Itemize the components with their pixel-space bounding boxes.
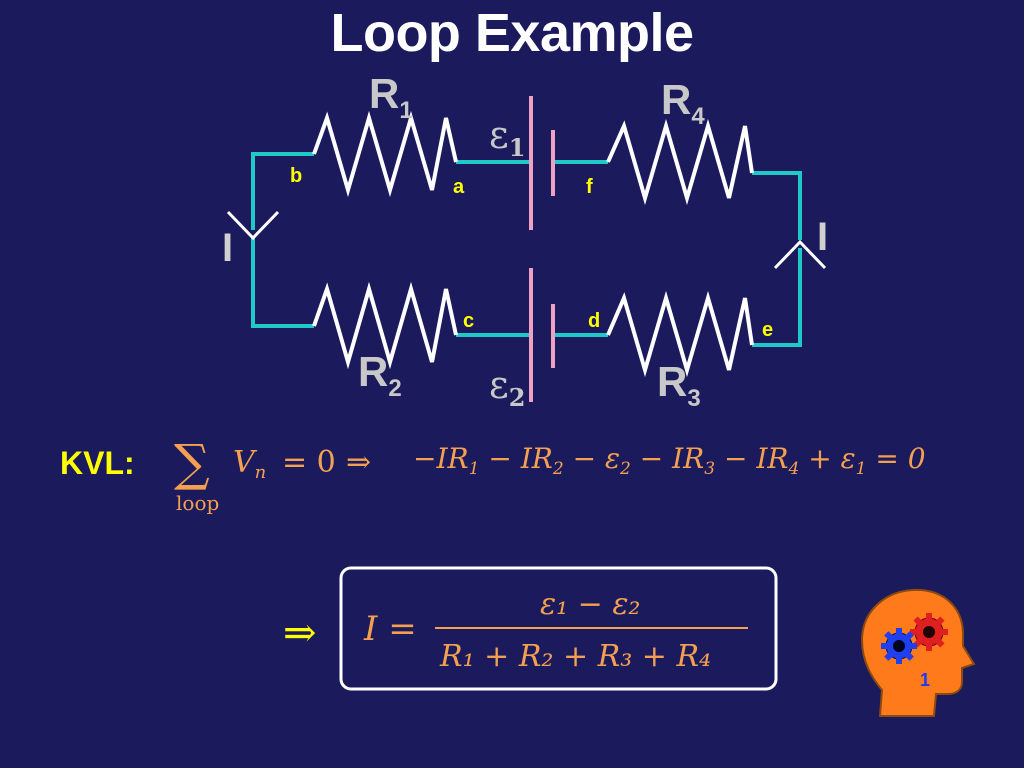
resistor-r2-zigzag [312, 281, 458, 370]
head-gears-icon: 1 [860, 588, 976, 717]
term-6: + ε [808, 442, 855, 475]
current-label-right: I [817, 215, 828, 259]
label-emf2: ε2 [489, 363, 525, 412]
wire-left-top [251, 152, 314, 230]
resistor-r4-zigzag [606, 118, 754, 206]
term-3: − ε [573, 442, 620, 475]
result-denominator: R₁ + R₂ + R₃ + R₄ [439, 639, 711, 674]
sum-under-loop: loop [176, 491, 219, 515]
term-5: − IR [724, 442, 789, 475]
node-a: a [453, 176, 465, 198]
term-1: −IR [413, 442, 469, 475]
result-numerator: ε₁ − ε₂ [540, 587, 640, 622]
wire-left-bottom [251, 236, 314, 328]
sum-equals-zero: = 0 [282, 445, 336, 480]
node-d: d [588, 310, 600, 332]
node-b: b [290, 165, 302, 187]
label-r4: R4 [661, 76, 705, 130]
current-arrow-left-icon [226, 210, 280, 241]
slide-title: Loop Example [330, 3, 694, 63]
wire-right-top [752, 171, 802, 240]
sum-symbol: ∑ [174, 434, 210, 492]
kvl-label: KVL: [60, 445, 135, 481]
resistor-r3-zigzag [606, 290, 754, 378]
node-e: e [762, 319, 773, 341]
term-4: − IR [640, 442, 705, 475]
kvl-implies: ⇒ [346, 445, 371, 480]
label-r1: R1 [369, 70, 413, 124]
wires [251, 152, 802, 347]
node-c: c [463, 310, 474, 332]
result-implies: ⇒ [283, 610, 317, 656]
node-f: f [586, 176, 593, 198]
sum-term: Vn [233, 445, 266, 483]
kvl-expansion: −IR1 − IR2 − ε2 − IR3 − IR4 + ε1 = 0 [413, 442, 926, 481]
head-badge-number: 1 [920, 670, 930, 690]
wire-right-bottom [752, 248, 802, 347]
label-r2: R2 [358, 348, 402, 402]
result-box [339, 566, 778, 691]
kvl-rhs: = 0 [875, 442, 925, 475]
resistor-r1-zigzag [312, 110, 458, 198]
label-r3: R3 [657, 358, 701, 412]
current-label-left: I [222, 226, 233, 270]
current-arrow-right-icon [773, 239, 827, 270]
label-emf1: ε1 [489, 113, 525, 162]
result-lhs: I = [363, 609, 417, 649]
term-2: − IR [488, 442, 553, 475]
